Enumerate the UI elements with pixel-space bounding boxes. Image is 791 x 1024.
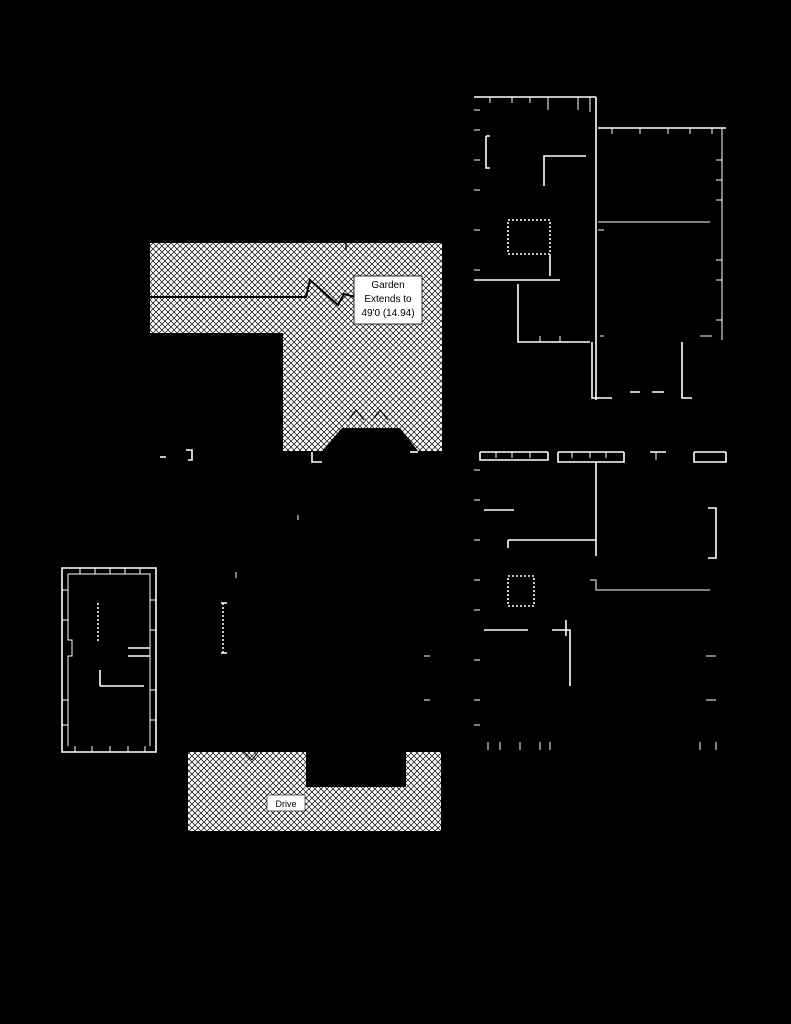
first-floor-stair	[507, 219, 551, 255]
first-floor-top-ticks	[489, 97, 713, 134]
drive-label-box	[266, 794, 306, 812]
drive-area: Drive	[188, 745, 441, 831]
drive-entry-marks	[243, 745, 275, 761]
garage-partition	[99, 647, 150, 687]
first-floor-right-wall	[716, 128, 723, 340]
garden-label-line3: 49'0 (14.94)	[361, 308, 414, 319]
second-floor-left-ticks	[474, 469, 480, 726]
garage-ticks-side	[62, 589, 156, 726]
garage-inner-wall	[67, 573, 151, 746]
second-floor-lower-wall	[484, 620, 571, 686]
first-floor-bath-wall	[543, 155, 586, 186]
first-floor-left-ticks	[474, 109, 480, 271]
garage-ticks-top	[79, 568, 141, 574]
drive-label: Drive	[275, 799, 296, 809]
garden-extension-line	[150, 278, 356, 307]
first-floor-bottom-ticks	[539, 335, 712, 342]
garden-label-box	[353, 275, 423, 325]
second-floor-top-ticks	[495, 452, 657, 460]
drive-hatch-region	[188, 752, 441, 831]
ground-floor-mark-mid	[311, 452, 322, 463]
ground-floor-radiator-caps	[221, 602, 227, 654]
first-floor-corridor	[474, 279, 590, 343]
second-floor-landing	[590, 579, 710, 591]
patio-marks	[347, 409, 389, 421]
second-floor-right-door	[708, 507, 717, 559]
first-floor-door-left	[485, 135, 490, 169]
second-floor-top-blocks	[479, 452, 727, 463]
garage-plan	[61, 567, 157, 753]
garage-ticks-bottom	[74, 746, 146, 752]
garden-hatch-region	[150, 243, 442, 451]
garden-label-line2: Extends to	[364, 294, 412, 305]
second-floor-left-room	[484, 509, 596, 548]
garage-outer-wall	[61, 567, 157, 753]
garden-label-line1: Garden	[371, 280, 404, 291]
garden-area: Garden Extends to 49'0 (14.94)	[150, 243, 442, 451]
ground-floor-mark-left	[160, 449, 193, 461]
ground-floor-plan	[160, 449, 430, 701]
first-floor-bay	[591, 342, 692, 399]
second-floor-plan	[474, 451, 727, 750]
first-floor-plan	[474, 96, 726, 400]
ground-floor-right-marks	[424, 655, 430, 701]
first-floor-landing	[598, 221, 710, 231]
second-floor-bottom-ticks	[487, 742, 717, 750]
second-floor-right-ticks	[706, 655, 716, 701]
second-floor-stair	[507, 575, 535, 607]
first-floor-top-wall	[474, 96, 726, 129]
